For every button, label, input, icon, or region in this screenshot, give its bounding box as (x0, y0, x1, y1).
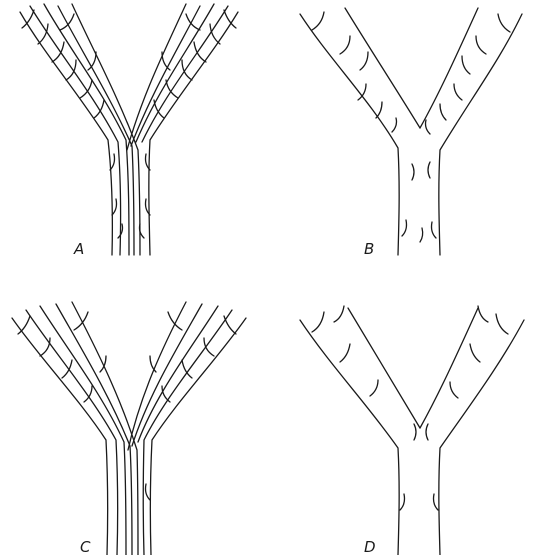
panel-c-spikes (18, 312, 236, 500)
panel-d: D (300, 306, 524, 555)
panel-b-label: B (364, 240, 374, 258)
panel-b: B (300, 8, 522, 258)
panel-a: A (20, 4, 238, 258)
panel-c-strands (12, 302, 246, 555)
panel-c: C (12, 302, 246, 555)
panel-b-spikes (312, 12, 510, 242)
panel-d-outline (300, 308, 524, 555)
panel-d-spikes (312, 306, 508, 510)
panel-a-strands (20, 4, 238, 255)
panel-a-label: A (73, 240, 84, 258)
panel-c-label: C (80, 538, 91, 555)
panel-d-label: D (364, 538, 376, 555)
panel-b-outline (300, 8, 522, 255)
